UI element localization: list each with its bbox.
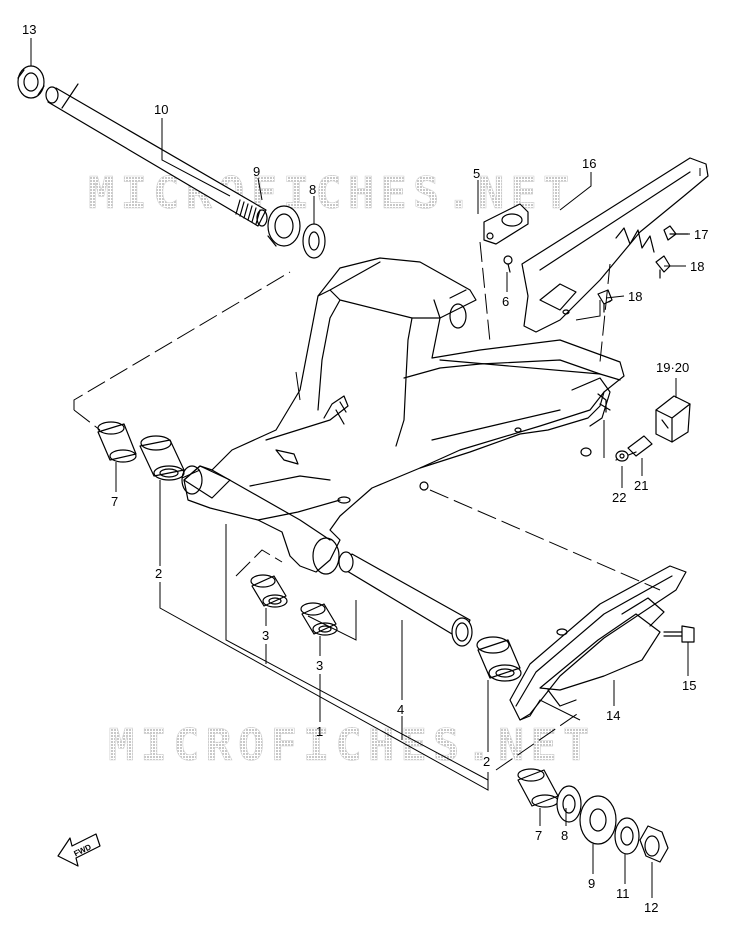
part-9-washer-top: [267, 205, 301, 247]
part-7-bushing-left: [97, 421, 137, 463]
dashed-lines: [73, 168, 701, 771]
callout-17: 17: [694, 227, 708, 242]
callout-7-right: 7: [535, 828, 542, 843]
part-5-plate: [483, 203, 529, 245]
part-16-chain-cover: [521, 157, 709, 333]
callout-3-upper: 3: [262, 628, 269, 643]
callout-labels: 13 10 9 8 5 6 16 17 18 18 19·20 21 22 7 …: [22, 22, 708, 915]
fwd-arrow-icon: [57, 833, 101, 867]
part-8-ring-bottom: [556, 785, 582, 823]
part-2-bearing-right: [476, 636, 522, 682]
callout-15: 15: [682, 678, 696, 693]
part-3-spacer-lower: [300, 602, 338, 636]
callout-18-lower: 18: [628, 289, 642, 304]
part-3-spacer-upper: [250, 574, 288, 608]
part-18-clip-lower: [597, 289, 613, 313]
callout-14: 14: [606, 708, 620, 723]
callout-8-top: 8: [309, 182, 316, 197]
part-22-nut: [615, 450, 629, 462]
callout-4: 4: [397, 702, 404, 717]
part-4-pivot-tube: [338, 551, 473, 647]
callout-7-left: 7: [111, 494, 118, 509]
leader-lines: [30, 38, 690, 898]
callout-2-right: 2: [483, 754, 490, 769]
part-17-screw: [663, 225, 689, 241]
part-2-bearing-left: [139, 435, 185, 481]
part-9-washer-bottom: [579, 795, 617, 845]
part-15-bolt: [663, 625, 695, 643]
swingarm-body: [181, 257, 625, 575]
part-18-clip-upper: [655, 255, 671, 279]
callout-5: 5: [473, 166, 480, 181]
part-19-20-block: [655, 395, 691, 443]
callout-19-20: 19·20: [656, 360, 689, 375]
part-14-chain-guard: [509, 565, 687, 721]
callout-9-bottom: 9: [588, 876, 595, 891]
callout-10: 10: [154, 102, 168, 117]
part-13-cap: [17, 65, 45, 99]
part-11-ring: [614, 817, 640, 855]
callout-3-lower: 3: [316, 658, 323, 673]
callout-1: 1: [316, 724, 323, 739]
callout-22: 22: [612, 490, 626, 505]
callout-13: 13: [22, 22, 36, 37]
callout-6: 6: [502, 294, 509, 309]
part-10-pivot-shaft: [45, 83, 268, 227]
part-6-screw: [503, 255, 513, 273]
watermark-top: MICROFICHES.NET: [88, 168, 575, 219]
callout-8-bottom: 8: [561, 828, 568, 843]
part-8-ring-top: [302, 223, 326, 259]
callout-21: 21: [634, 478, 648, 493]
callout-12: 12: [644, 900, 658, 915]
callout-16: 16: [582, 156, 596, 171]
callout-2-left: 2: [155, 566, 162, 581]
callout-11: 11: [616, 886, 630, 901]
callout-18-upper: 18: [690, 259, 704, 274]
part-12-nut: [639, 825, 669, 863]
callout-9-top: 9: [253, 164, 260, 179]
part-7-bushing-right: [517, 768, 559, 808]
watermark-bottom: MICROFICHES.NET: [108, 720, 595, 771]
